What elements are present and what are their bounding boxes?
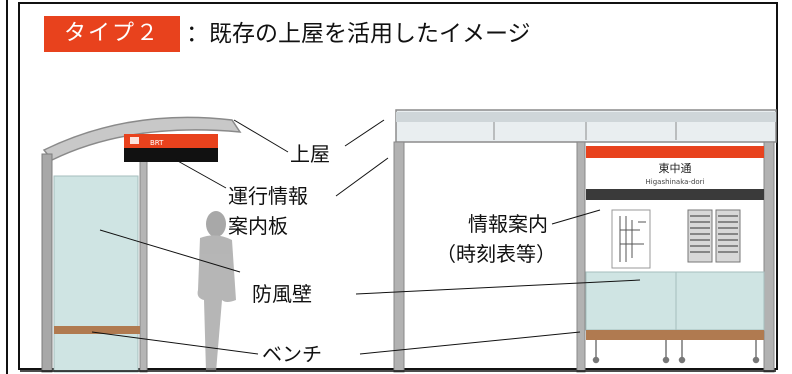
left-shelter-bench	[54, 326, 140, 334]
leader-windbreak-right	[355, 279, 641, 295]
left-shelter-curved-roof	[42, 116, 242, 161]
label-bench: ベンチ	[262, 342, 322, 366]
leader-info-guide	[551, 209, 601, 225]
left-shelter: BRT	[41, 116, 242, 373]
type-tag: タイプ２	[44, 16, 180, 52]
leader-bench-right	[359, 331, 581, 355]
stop-sign-dark-band	[586, 189, 764, 200]
leader-lines	[91, 119, 641, 355]
timetable-panel	[687, 209, 741, 263]
right-shelter-roof-top	[396, 112, 776, 122]
page-title: ：既存の上屋を活用したイメージ	[186, 21, 531, 47]
leader-operation-right	[335, 157, 389, 197]
stop-name-en: Higashinaka-dori	[646, 178, 705, 186]
label-operation-info-line1: 運行情報	[228, 184, 308, 208]
label-windbreak: 防風壁	[252, 282, 312, 306]
right-shelter-bench	[586, 330, 764, 340]
right-shelter-post-left	[393, 141, 405, 373]
left-shelter-glass-panel	[53, 175, 139, 373]
label-info-guide-line2: （時刻表等）	[436, 242, 556, 266]
leader-roof-left	[233, 119, 289, 153]
brt-sign-display	[124, 148, 218, 162]
right-shelter-post-middle	[576, 141, 586, 373]
right-shelter-glass-lower	[585, 271, 765, 331]
label-operation-info-line2: 案内板	[228, 214, 288, 238]
leader-windbreak-left	[99, 229, 241, 273]
brt-sign-panel	[124, 134, 218, 148]
label-roof: 上屋	[290, 142, 330, 166]
leader-roof-right	[344, 119, 385, 147]
walking-person-figure	[197, 211, 236, 372]
route-map-panel	[611, 209, 651, 269]
leader-operation-left	[175, 159, 227, 189]
stop-name-jp: 東中通	[659, 162, 692, 175]
leader-bench-left	[91, 331, 259, 355]
bench-legs	[592, 340, 760, 364]
person-body	[197, 235, 236, 372]
right-shelter-post-right	[763, 141, 775, 373]
stop-sign-band	[586, 146, 764, 158]
brt-sign-text: BRT	[150, 139, 164, 147]
page-left-edge	[6, 0, 8, 374]
person-head	[206, 211, 226, 237]
label-info-guide-line1: 情報案内	[468, 212, 548, 236]
bus-icon	[130, 137, 139, 144]
right-shelter: 東中通 Higashinaka-dori	[393, 109, 777, 373]
left-shelter-post-left	[41, 153, 53, 373]
